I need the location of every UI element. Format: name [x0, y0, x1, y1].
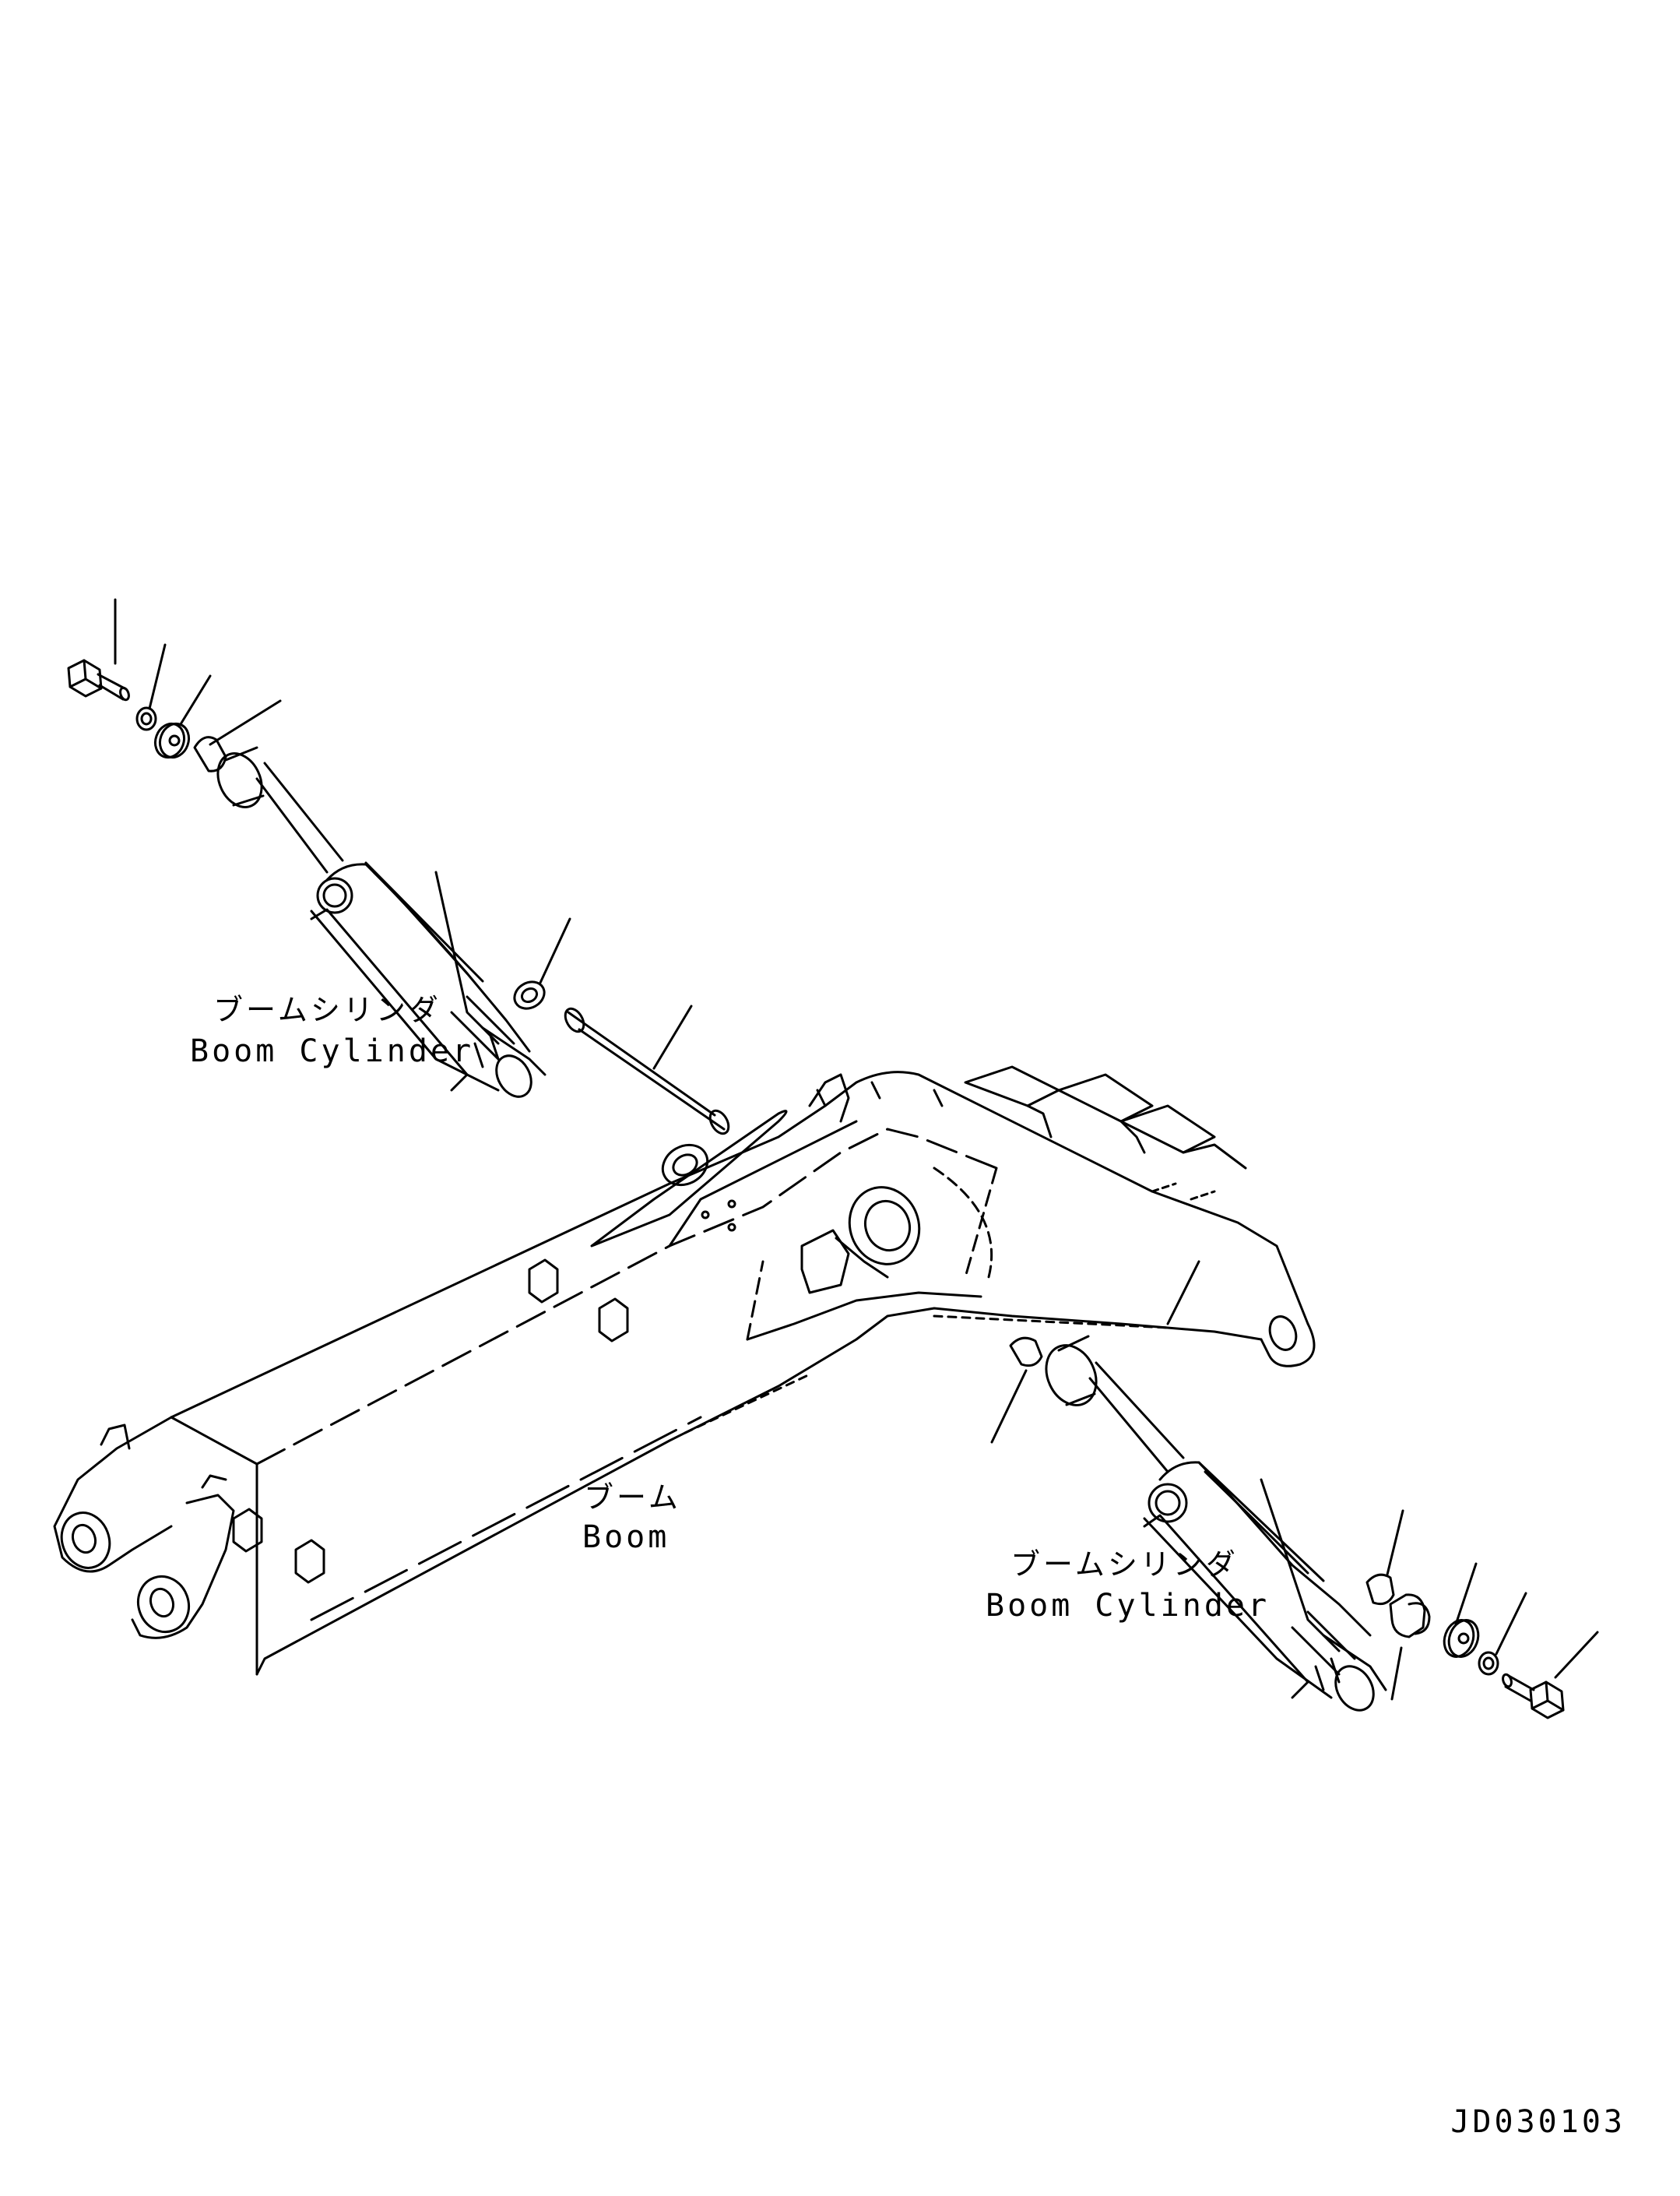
lower-cylinder-label-en: Boom Cylinder	[986, 1588, 1271, 1624]
boom-label-en: Boom	[582, 1519, 670, 1555]
lower-cylinder-body	[1045, 1335, 1387, 1712]
upper-callouts	[114, 598, 571, 984]
boom-structure	[53, 1065, 1316, 1676]
lower-cylinder-label-jp: ブームシリンダ	[1010, 1547, 1239, 1582]
upper-cylinder-body	[216, 746, 547, 1098]
lower-spring-washer	[1478, 1651, 1499, 1676]
drawing-number: JD030103	[1450, 2104, 1626, 2140]
lower-head-shim	[990, 1336, 1043, 1444]
boom-pin	[564, 1005, 730, 1135]
lower-shim-2	[1389, 1593, 1431, 1638]
upper-cylinder-assembly	[67, 598, 571, 1098]
lower-plate-washer	[1443, 1619, 1480, 1658]
upper-bolt	[67, 659, 130, 702]
upper-shim	[193, 736, 227, 772]
upper-plate-washer	[153, 722, 191, 759]
upper-cylinder-label-jp: ブームシリンダ	[213, 993, 441, 1027]
upper-cylinder-pin-shim	[513, 980, 546, 1010]
lower-cylinder-assembly	[990, 1335, 1599, 1719]
lower-shim-1	[1365, 1573, 1395, 1606]
upper-cylinder-label-en: Boom Cylinder	[190, 1033, 475, 1069]
upper-spring-washer	[135, 706, 157, 731]
boom-label-jp: ブーム	[584, 1480, 681, 1515]
lower-bolt	[1502, 1673, 1565, 1719]
lower-callouts	[1386, 1509, 1599, 1701]
